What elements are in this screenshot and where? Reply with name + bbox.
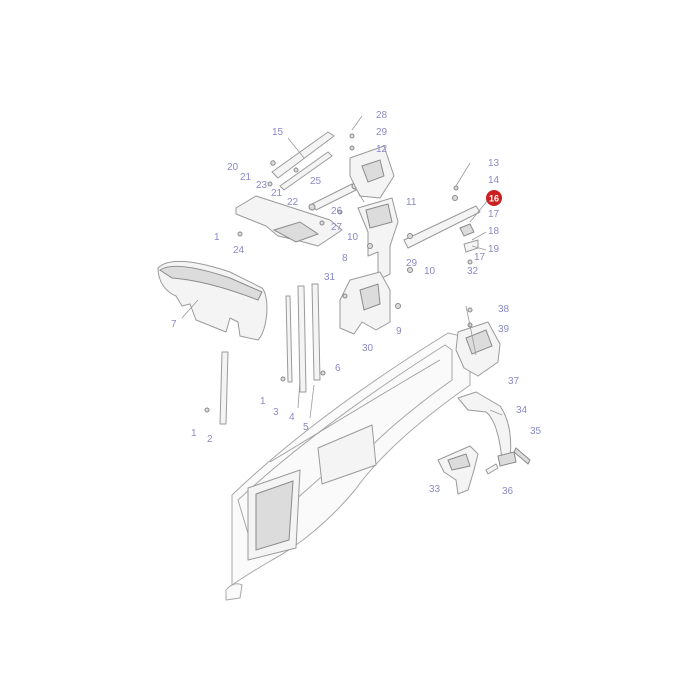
callout-21: 21 bbox=[271, 188, 283, 199]
callout-10: 10 bbox=[424, 266, 436, 277]
callout-8: 8 bbox=[342, 253, 348, 264]
callout-17: 17 bbox=[488, 209, 500, 220]
callout-15: 15 bbox=[272, 127, 284, 138]
callout-6: 6 bbox=[335, 363, 341, 374]
callout-30: 30 bbox=[362, 343, 374, 354]
callout-28: 28 bbox=[376, 110, 388, 121]
callout-38: 38 bbox=[498, 304, 510, 315]
strip-part-2 bbox=[204, 351, 229, 425]
callout-1: 1 bbox=[191, 428, 197, 439]
callout-26: 26 bbox=[331, 206, 343, 217]
callout-37: 37 bbox=[508, 376, 520, 387]
callout-labels: 1 1 1 2 3 4 5 6 7 8 9 10 10 11 12 13 14 … bbox=[171, 110, 542, 497]
callout-33: 33 bbox=[429, 484, 441, 495]
callout-21: 21 bbox=[240, 172, 252, 183]
callout-29: 29 bbox=[406, 258, 418, 269]
callout-17: 17 bbox=[474, 252, 486, 263]
callout-36: 36 bbox=[502, 486, 514, 497]
bracket-part-30 bbox=[339, 267, 413, 335]
strip-parts-3-4-5 bbox=[280, 283, 326, 393]
callout-16: 16 bbox=[489, 194, 499, 204]
pedal-part-34 bbox=[457, 391, 517, 467]
callout-7: 7 bbox=[171, 319, 177, 330]
callout-9: 9 bbox=[396, 326, 402, 337]
callout-35: 35 bbox=[530, 426, 542, 437]
callout-3: 3 bbox=[273, 407, 279, 418]
platform-part-24 bbox=[235, 195, 343, 247]
callout-32: 32 bbox=[467, 266, 479, 277]
callout-27: 27 bbox=[331, 222, 343, 233]
callout-19: 19 bbox=[488, 244, 500, 255]
fender-panel bbox=[225, 332, 471, 601]
callout-12: 12 bbox=[376, 144, 388, 155]
callout-1: 1 bbox=[214, 232, 220, 243]
callout-31: 31 bbox=[324, 272, 336, 283]
callout-18: 18 bbox=[488, 226, 500, 237]
callout-13: 13 bbox=[488, 158, 500, 169]
callout-1: 1 bbox=[260, 396, 266, 407]
highlight-badge-circle bbox=[486, 190, 502, 206]
callout-11: 11 bbox=[406, 197, 417, 208]
bracket-part-33 bbox=[437, 445, 499, 495]
bracket-part-15 bbox=[267, 131, 335, 191]
callout-39: 39 bbox=[498, 324, 510, 335]
callout-22: 22 bbox=[287, 197, 299, 208]
callout-5: 5 bbox=[303, 422, 309, 433]
callout-20: 20 bbox=[227, 162, 239, 173]
callout-2: 2 bbox=[207, 434, 213, 445]
hood-part-7 bbox=[157, 260, 268, 341]
callout-24: 24 bbox=[233, 245, 245, 256]
callout-23: 23 bbox=[256, 180, 268, 191]
callout-4: 4 bbox=[289, 412, 295, 423]
callout-29: 29 bbox=[376, 127, 388, 138]
fasteners bbox=[237, 185, 459, 237]
callout-14: 14 bbox=[488, 175, 500, 186]
mount-part-12 bbox=[349, 133, 395, 199]
highlight-badge-part-16[interactable]: 16 bbox=[486, 190, 502, 206]
leader-lines bbox=[181, 115, 503, 419]
callout-25: 25 bbox=[310, 176, 322, 187]
callout-34: 34 bbox=[516, 405, 528, 416]
callout-10: 10 bbox=[347, 232, 359, 243]
spring-part-35 bbox=[513, 447, 531, 465]
bracket-part-11 bbox=[357, 197, 399, 281]
arm-part-14 bbox=[403, 195, 481, 265]
bracket-part-37 bbox=[455, 307, 501, 377]
